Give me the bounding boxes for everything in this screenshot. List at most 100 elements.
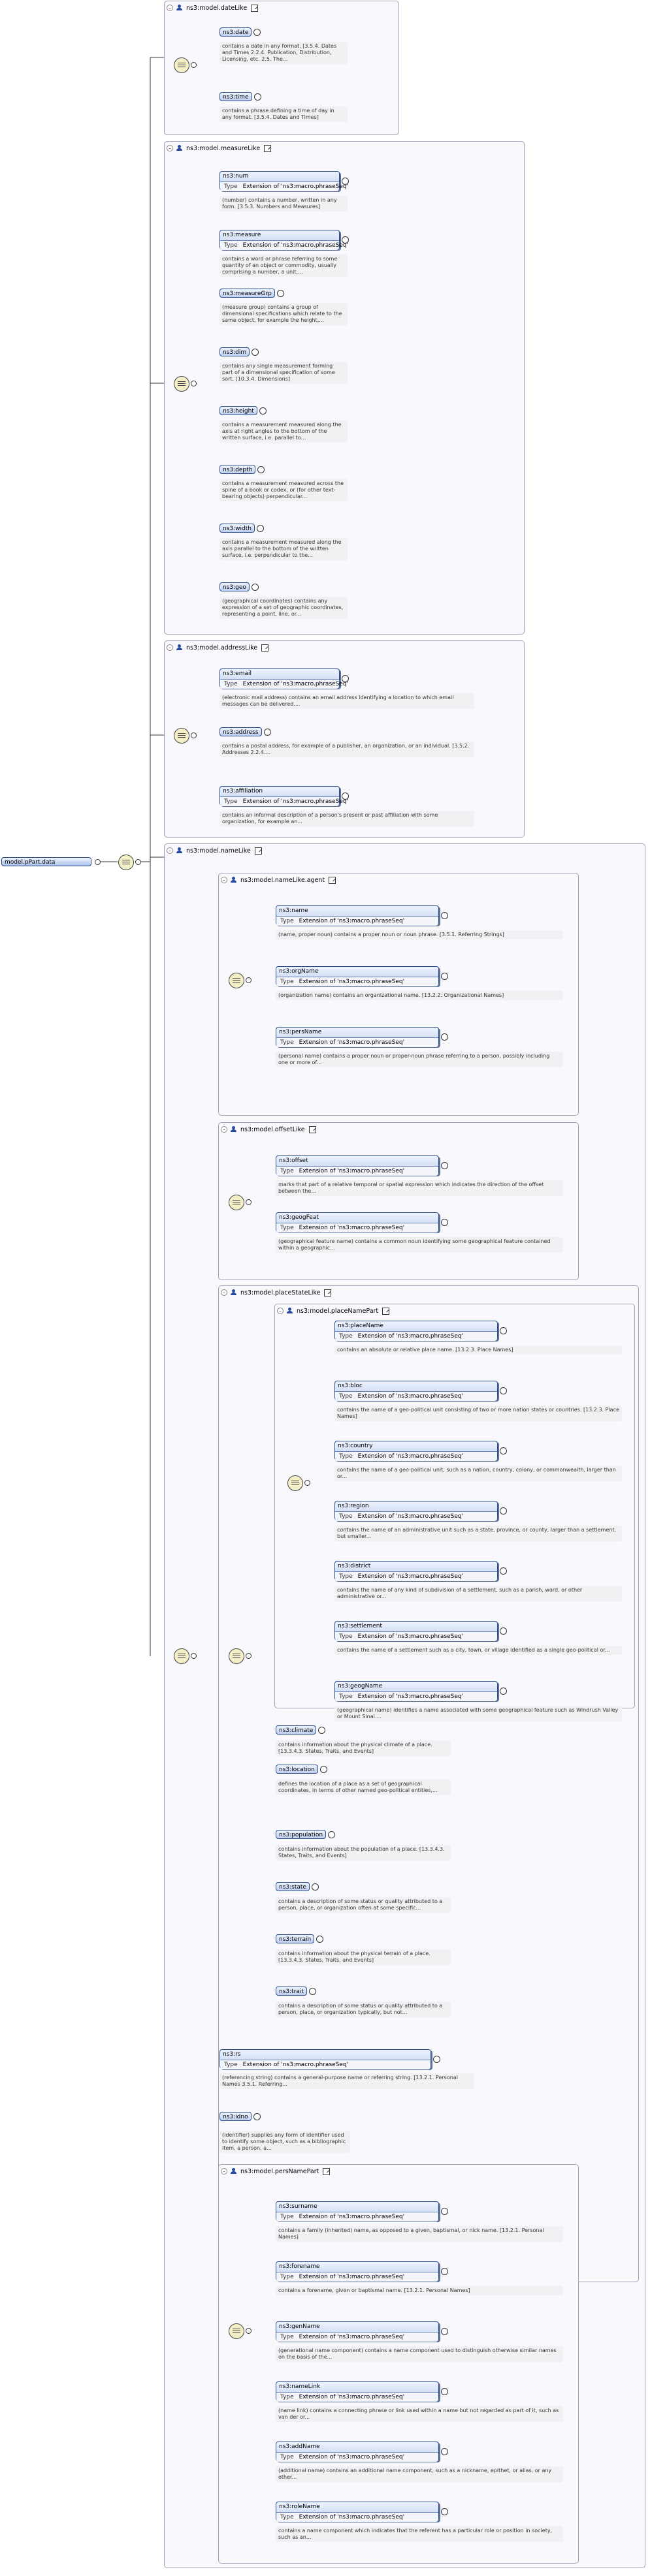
expand-children-icon[interactable]	[441, 912, 448, 919]
expand-children-icon[interactable]	[441, 1033, 448, 1041]
expand-children-icon[interactable]	[441, 1219, 448, 1226]
collapse-toggle-icon[interactable]: –	[167, 5, 173, 11]
compositor-toggle[interactable]	[304, 1480, 310, 1486]
expand-children-icon[interactable]	[342, 793, 349, 800]
expand-children-icon[interactable]	[500, 1387, 507, 1394]
element-location[interactable]: ns3:location	[276, 1765, 318, 1774]
expand-children-icon[interactable]	[441, 2208, 448, 2215]
expand-children-icon[interactable]	[441, 2328, 448, 2335]
element-geo[interactable]: ns3:geo	[219, 582, 250, 591]
expand-children-icon[interactable]	[500, 1567, 507, 1575]
collapse-toggle-icon[interactable]: –	[167, 145, 173, 151]
expand-children-icon[interactable]	[252, 349, 259, 356]
element-width[interactable]: ns3:width	[219, 524, 255, 533]
element-date[interactable]: ns3:date	[219, 27, 252, 37]
expand-children-icon[interactable]	[254, 93, 261, 101]
expand-children-icon[interactable]	[342, 675, 349, 682]
expand-children-icon[interactable]	[312, 1883, 319, 1891]
collapse-toggle-icon[interactable]: –	[221, 877, 227, 883]
collapse-toggle-icon[interactable]: –	[167, 644, 173, 651]
expand-children-icon[interactable]	[316, 1936, 323, 1943]
element-height[interactable]: ns3:height	[219, 406, 257, 415]
expand-children-icon[interactable]	[259, 407, 267, 415]
collapse-toggle-icon[interactable]: –	[167, 847, 173, 854]
element-population[interactable]: ns3:population	[276, 1830, 327, 1839]
expand-children-icon[interactable]	[500, 1627, 507, 1635]
element-terrain[interactable]: ns3:terrain	[276, 1934, 315, 1943]
expand-children-icon[interactable]	[320, 1766, 327, 1773]
compositor-toggle[interactable]	[135, 859, 141, 865]
expand-children-icon[interactable]	[257, 525, 264, 532]
compositor-toggle[interactable]	[191, 381, 197, 386]
expand-children-icon[interactable]	[277, 290, 284, 297]
compositor-toggle[interactable]	[191, 62, 197, 68]
expand-children-icon[interactable]	[253, 2113, 261, 2120]
expand-children-icon[interactable]	[500, 1688, 507, 1695]
compositor-toggle[interactable]	[246, 1199, 252, 1205]
expand-children-icon[interactable]	[342, 236, 349, 243]
collapse-toggle-icon[interactable]: –	[221, 2168, 227, 2175]
collapse-toggle-icon[interactable]: –	[221, 1289, 227, 1296]
expand-children-icon[interactable]	[328, 1831, 335, 1838]
open-link-icon[interactable]	[254, 847, 262, 855]
expand-children-icon[interactable]	[252, 584, 259, 591]
compositor-toggle[interactable]	[246, 2328, 252, 2334]
expand-children-icon[interactable]	[500, 1327, 507, 1334]
element-trait[interactable]: ns3:trait	[276, 1987, 307, 1996]
expand-children-icon[interactable]	[441, 973, 448, 980]
open-link-icon[interactable]	[329, 876, 336, 884]
root-toggle[interactable]	[95, 859, 101, 865]
root-element-model-ppart-data[interactable]: model.pPart.data	[1, 857, 91, 866]
compositor-toggle[interactable]	[191, 1653, 197, 1659]
open-link-icon[interactable]	[251, 4, 259, 12]
open-link-icon[interactable]	[323, 2167, 331, 2175]
element-state[interactable]: ns3:state	[276, 1882, 310, 1891]
open-link-icon[interactable]	[382, 1307, 390, 1315]
expand-children-icon[interactable]	[253, 29, 261, 36]
compositor-toggle[interactable]	[246, 977, 252, 983]
expand-children-icon[interactable]	[342, 178, 349, 185]
expand-children-icon[interactable]	[433, 2056, 440, 2063]
expand-children-icon[interactable]	[318, 1727, 325, 1734]
open-link-icon[interactable]	[308, 1125, 316, 1133]
element-measuregrp[interactable]: ns3:measureGrp	[219, 289, 275, 298]
element-time[interactable]: ns3:time	[219, 92, 252, 101]
expand-children-icon[interactable]	[500, 1447, 507, 1454]
collapse-toggle-icon[interactable]: –	[277, 1308, 284, 1314]
expand-children-icon[interactable]	[441, 2268, 448, 2275]
open-link-icon[interactable]	[261, 644, 269, 652]
expand-children-icon[interactable]	[441, 1162, 448, 1169]
expand-children-icon[interactable]	[441, 2388, 448, 2395]
expand-children-icon[interactable]	[500, 1507, 507, 1515]
open-link-icon[interactable]	[264, 144, 272, 152]
compositor-toggle[interactable]	[246, 1653, 252, 1659]
expand-children-icon[interactable]	[264, 729, 271, 736]
element-climate[interactable]: ns3:climate	[276, 1725, 317, 1735]
element-address[interactable]: ns3:address	[219, 727, 262, 736]
expand-children-icon[interactable]	[441, 2448, 448, 2455]
collapse-toggle-icon[interactable]: –	[221, 1126, 227, 1133]
expand-children-icon[interactable]	[257, 466, 265, 473]
